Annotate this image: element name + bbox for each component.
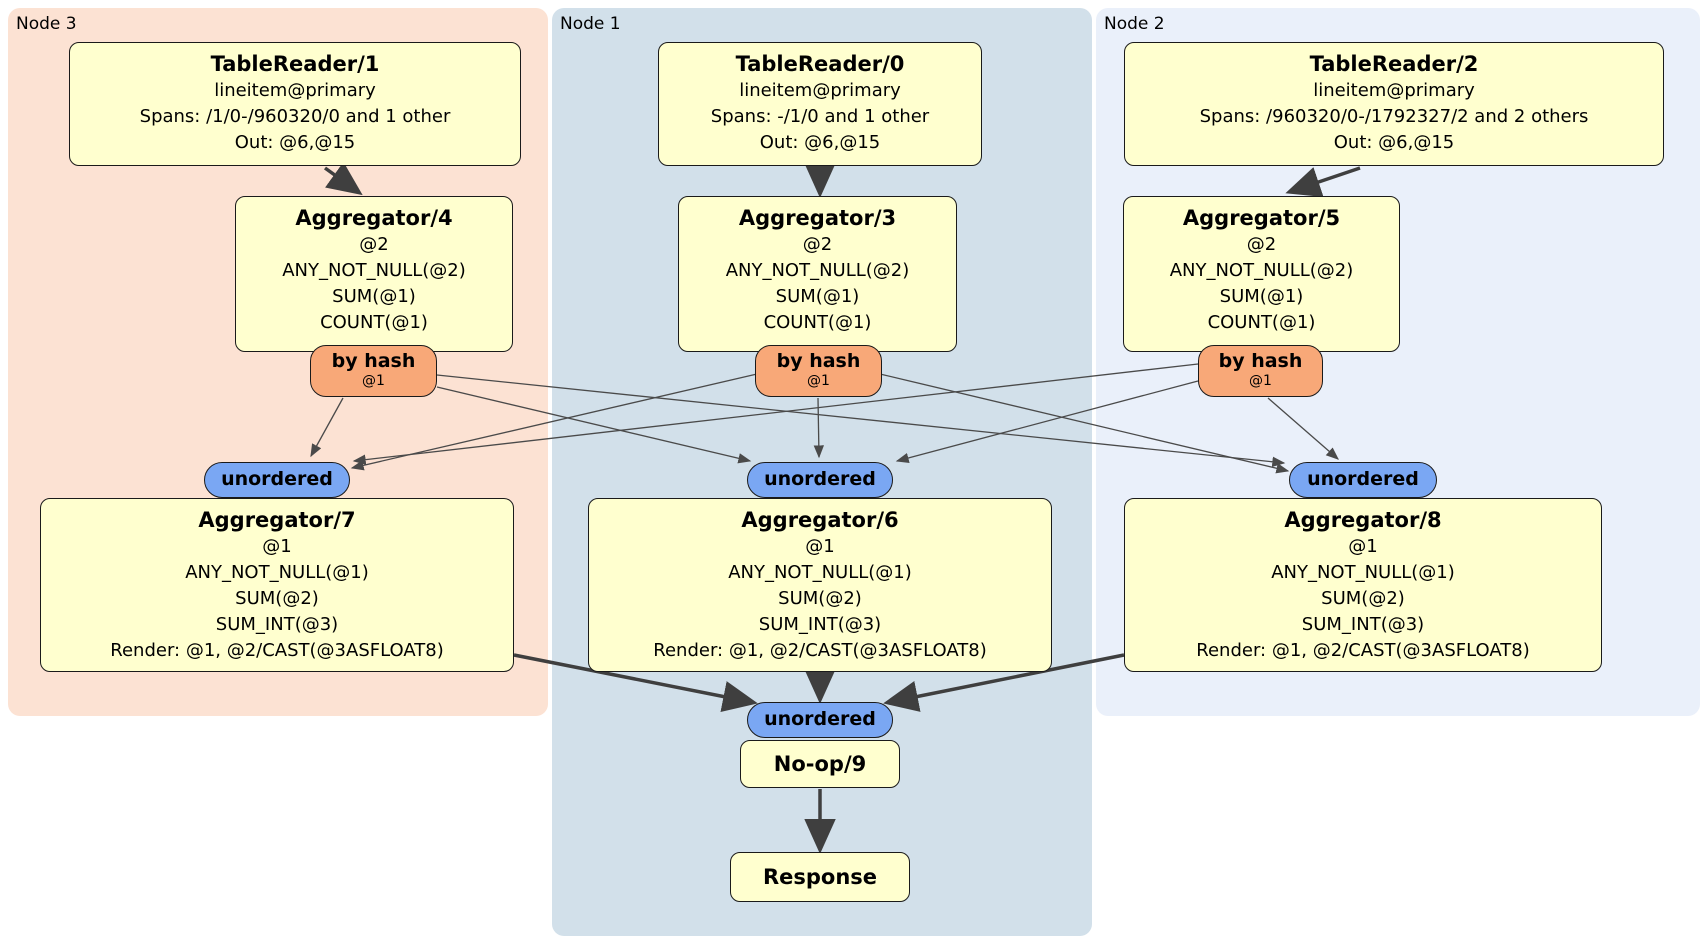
box-line: ANY_NOT_NULL(@1) [1271,562,1455,583]
box-line: SUM_INT(@3) [758,614,882,635]
router-label: by hash [331,350,416,372]
edge-hash2-unordered1 [895,380,1199,464]
box-line: Render: @1, @2/CAST(@3ASFLOAT8) [653,640,987,661]
router-columns: @1 [807,373,830,389]
sync-label: unordered [764,708,876,730]
router-by-hash-node1: by hash @1 [755,345,882,397]
processor-aggregator-7: Aggregator/7 @1 ANY_NOT_NULL(@1) SUM(@2)… [40,498,514,672]
box-line: SUM(@1) [775,286,860,307]
box-title: Aggregator/3 [738,206,897,230]
box-title: Aggregator/4 [295,206,453,230]
processor-tablereader-2: TableReader/2 lineitem@primary Spans: /9… [1124,42,1664,166]
edge-hash1-unordered3 [350,373,758,471]
edge-tablereader2-aggregator5 [1285,166,1361,197]
box-title: TableReader/0 [735,52,905,76]
processor-aggregator-4: Aggregator/4 @2 ANY_NOT_NULL(@2) SUM(@1)… [235,196,513,352]
box-line: Spans: /960320/0-/1792327/2 and 2 others [1199,106,1589,127]
box-title: Aggregator/6 [741,508,899,532]
box-line: ANY_NOT_NULL(@2) [282,260,466,281]
processor-aggregator-8: Aggregator/8 @1 ANY_NOT_NULL(@1) SUM(@2)… [1124,498,1602,672]
box-line: Out: @6,@15 [234,132,356,153]
edge-tablereader1-aggregator4 [323,161,363,196]
box-line: Render: @1, @2/CAST(@3ASFLOAT8) [1196,640,1530,661]
box-line: Spans: -/1/0 and 1 other [710,106,930,127]
edge-hash1-unordered1 [813,397,825,459]
box-line: SUM(@1) [332,286,416,307]
router-by-hash-node2: by hash @1 [1198,345,1323,397]
box-line: ANY_NOT_NULL(@1) [185,562,369,583]
processor-noop-9: No-op/9 [740,740,900,788]
box-title: Aggregator/7 [198,508,356,532]
sync-label: unordered [1307,468,1419,490]
box-line: @1 [805,536,835,557]
box-line: Render: @1, @2/CAST(@3ASFLOAT8) [110,640,444,661]
sync-label: unordered [764,468,876,490]
box-line: @1 [1348,536,1378,557]
box-title: Aggregator/8 [1284,508,1442,532]
processor-aggregator-3: Aggregator/3 @2 ANY_NOT_NULL(@2) SUM(@1)… [678,196,957,352]
processor-tablereader-0: TableReader/0 lineitem@primary Spans: -/… [658,42,982,166]
edge-aggregator8-final-unordered [883,653,1125,712]
box-line: @1 [262,536,292,557]
box-line: @2 [802,234,833,255]
edge-hash1-unordered2 [879,373,1290,474]
box-line: Spans: /1/0-/960320/0 and 1 other [139,106,451,127]
edge-hash2-unordered2 [1267,397,1339,460]
box-line: COUNT(@1) [1207,312,1316,333]
box-line: SUM(@1) [1219,286,1304,307]
router-columns: @1 [362,373,385,389]
sync-unordered-node1: unordered [747,462,893,498]
region-label-node-2: Node 2 [1104,14,1165,34]
edge-hash3-unordered1 [436,386,752,464]
box-title: TableReader/1 [210,52,380,76]
edge-hash3-unordered3 [310,397,344,458]
response-box: Response [730,852,910,902]
box-line: SUM(@2) [1321,588,1405,609]
router-label: by hash [776,350,861,372]
region-label-node-1: Node 1 [560,14,621,34]
box-title: TableReader/2 [1309,52,1479,76]
box-line: SUM(@2) [778,588,862,609]
router-label: by hash [1218,350,1303,372]
router-columns: @1 [1249,373,1272,389]
box-line: @2 [359,234,389,255]
edge-hash2-unordered3 [352,363,1199,465]
box-line: SUM(@2) [235,588,319,609]
box-line: ANY_NOT_NULL(@2) [725,260,910,281]
box-line: lineitem@primary [739,80,901,101]
box-line: ANY_NOT_NULL(@1) [728,562,912,583]
processor-aggregator-6: Aggregator/6 @1 ANY_NOT_NULL(@1) SUM(@2)… [588,498,1052,672]
box-line: ANY_NOT_NULL(@2) [1169,260,1354,281]
box-line: Out: @6,@15 [1333,132,1455,153]
box-title: Aggregator/5 [1182,206,1341,230]
box-line: lineitem@primary [1313,80,1475,101]
edge-aggregator7-final-unordered [513,653,758,713]
box-line: lineitem@primary [214,80,376,101]
processor-tablereader-1: TableReader/1 lineitem@primary Spans: /1… [69,42,521,166]
processor-aggregator-5: Aggregator/5 @2 ANY_NOT_NULL(@2) SUM(@1)… [1123,196,1400,352]
box-line: @2 [1246,234,1277,255]
region-label-node-3: Node 3 [16,14,77,34]
sync-label: unordered [221,468,333,490]
edge-hash3-unordered2 [436,374,1286,467]
box-line: Out: @6,@15 [759,132,881,153]
box-line: COUNT(@1) [763,312,872,333]
sync-unordered-node3: unordered [204,462,350,498]
box-line: SUM_INT(@3) [215,614,339,635]
box-title: No-op/9 [773,752,867,776]
box-line: SUM_INT(@3) [1301,614,1425,635]
sync-unordered-final: unordered [747,702,893,738]
box-line: COUNT(@1) [320,312,428,333]
sync-unordered-node2: unordered [1289,462,1437,498]
box-title: Response [762,865,878,889]
router-by-hash-node3: by hash @1 [310,345,437,397]
